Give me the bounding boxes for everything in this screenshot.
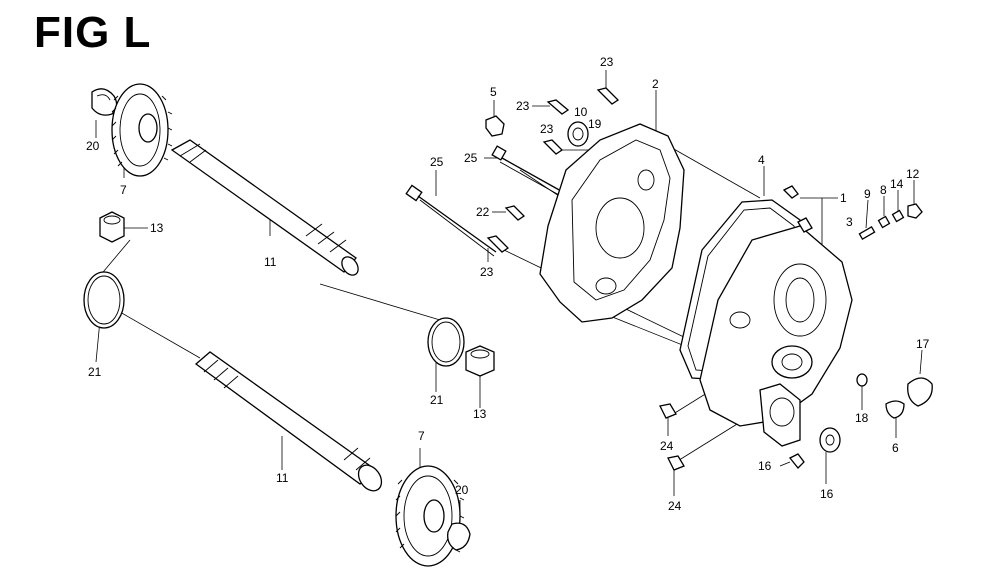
gear-7-bottom [395,465,465,567]
cap-17 [907,377,933,407]
circlip-20-bottom [447,522,471,551]
callout-labels: 20 7 13 11 21 21 13 11 7 20 5 23 23 23 2… [86,55,930,513]
ring-21-mid [427,317,465,367]
callout-16-a: 16 [758,459,772,473]
bushing-13-top [99,211,125,243]
case-half-cover [699,225,853,447]
shaft-11-bottom [194,351,383,492]
callout-14: 14 [890,177,904,191]
gear-7-top [111,83,173,177]
bolt-23-small-group [486,87,620,253]
callout-7-top: 7 [120,183,127,197]
callout-1: 1 [840,191,847,205]
bolt-24-group [659,403,685,471]
callout-12: 12 [906,167,920,181]
callout-2: 2 [652,77,659,91]
case-half-2 [539,123,685,323]
figure-title: FIG L [34,8,152,57]
callout-20-top: 20 [86,139,100,153]
seal-16-group [788,427,841,469]
callout-9: 9 [864,187,871,201]
callout-22: 22 [476,205,490,219]
seal-10-19 [567,121,589,147]
bolt-25-short [491,145,571,201]
callout-18: 18 [855,411,869,425]
callout-13-mid: 13 [473,407,487,421]
pin-9-8-14-12 [858,203,923,240]
nut-5 [485,115,505,137]
callout-23-b: 23 [516,99,530,113]
callout-6: 6 [892,441,899,455]
callout-11-bottom: 11 [276,471,289,485]
callout-7-bottom: 7 [418,429,425,443]
shaft-11-top [170,139,359,276]
callout-24-a: 24 [660,439,674,453]
ring-21-left [83,271,125,329]
callout-5: 5 [490,85,497,99]
callout-20-bottom: 20 [455,483,469,497]
callout-11-top: 11 [264,255,277,269]
callout-21-left: 21 [88,365,102,379]
callout-21-mid: 21 [430,393,444,407]
callout-25-a: 25 [430,155,444,169]
callout-25-b: 25 [464,151,478,165]
callout-24-b: 24 [668,499,682,513]
small-parts-1-3 [782,185,813,233]
callout-23-d: 23 [480,265,494,279]
callout-19: 19 [588,117,602,131]
bushing-13-mid [465,345,495,377]
callout-8: 8 [880,183,887,197]
callout-16-b: 16 [820,487,834,501]
washer-18 [856,373,868,387]
callout-23-a: 23 [600,55,614,69]
callout-4: 4 [758,153,765,167]
callout-10: 10 [574,105,588,119]
callout-17: 17 [916,337,930,351]
callout-3: 3 [846,215,853,229]
bolt-25-long [405,184,497,257]
callout-13-top: 13 [150,221,164,235]
washer-6 [885,400,905,419]
callout-23-c: 23 [540,122,554,136]
